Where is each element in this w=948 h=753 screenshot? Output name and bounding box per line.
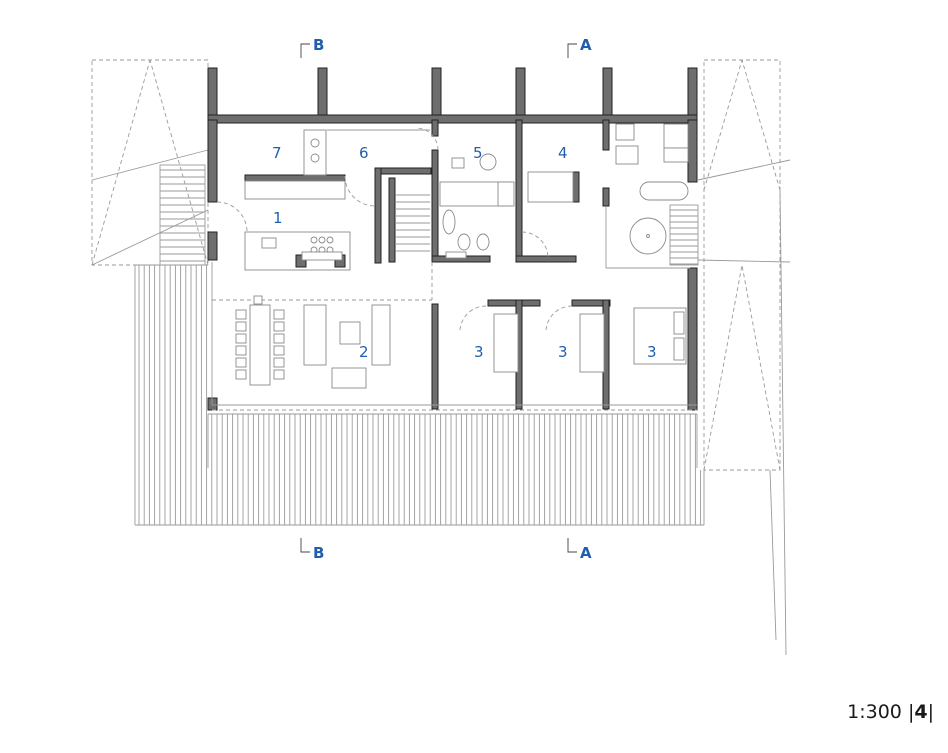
- right-canopy: [669, 59, 791, 656]
- room-label-2: 2: [359, 343, 369, 361]
- terrace-deck: [134, 264, 705, 526]
- scale-text: 1:300: [847, 701, 902, 723]
- room-label-3a: 3: [474, 343, 484, 361]
- room-label-7: 7: [272, 144, 282, 162]
- chair: [235, 309, 247, 320]
- room-label-4: 4: [558, 144, 568, 162]
- room-labels: 7 6 5 4 1 2 3 3 3: [272, 144, 657, 361]
- chair: [235, 345, 247, 356]
- room-label-3c: 3: [647, 343, 657, 361]
- page-number: 4: [914, 701, 928, 723]
- walls: [207, 67, 698, 411]
- section-a-top: A: [580, 36, 592, 54]
- chair: [235, 333, 247, 344]
- chair: [235, 321, 247, 332]
- room-label-6: 6: [359, 144, 369, 162]
- section-a-bottom: A: [580, 544, 592, 562]
- room-label-1: 1: [273, 209, 283, 227]
- left-canopy: [91, 59, 209, 266]
- section-b-top: B: [313, 36, 324, 54]
- room-label-3b: 3: [558, 343, 568, 361]
- divider: |: [907, 701, 915, 723]
- chair: [235, 357, 247, 368]
- room-label-5: 5: [473, 144, 483, 162]
- chair: [273, 369, 285, 380]
- section-b-bottom: B: [313, 544, 324, 562]
- section-markers: B A B A: [300, 36, 592, 562]
- chair: [235, 369, 247, 380]
- chair: [273, 309, 285, 320]
- divider: |: [927, 701, 934, 723]
- scale-indicator: 1:300 |4|: [847, 701, 934, 723]
- furniture: [207, 123, 698, 468]
- chair: [273, 333, 285, 344]
- chair: [273, 357, 285, 368]
- chair: [273, 321, 285, 332]
- interior-lines: [211, 127, 697, 411]
- chair: [273, 345, 285, 356]
